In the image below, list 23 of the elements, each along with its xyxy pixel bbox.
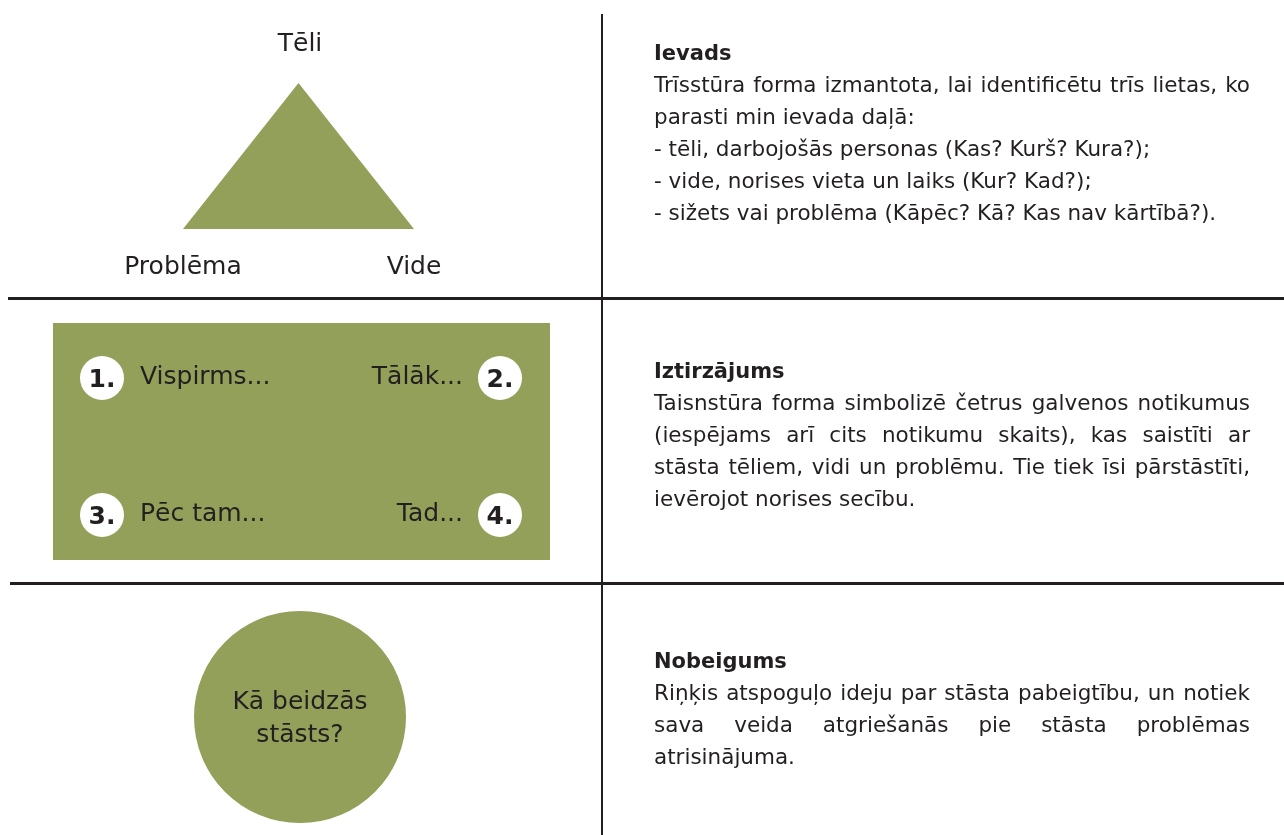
corner-label: Tēli — [277, 28, 323, 57]
bullet-item: - tēli, darbojošās personas (Kas? Kurš? Kura?); — [654, 135, 1152, 163]
circle-text: Kā beidzās stāsts? — [231, 685, 369, 750]
description-text: Riņķis atspoguļo ideju par stāsta pabeigtību, un notiek sava veida atgriešanās pie stāsta problēmas atrisinājuma. — [654, 679, 1250, 771]
step-label: Pēc tam... — [140, 498, 266, 527]
number-badge: 2. — [478, 356, 522, 400]
description-text: Trīsstūra forma izmantota, lai identificētu trīs lietas, ko parasti min ievada daļā: — [654, 71, 1250, 131]
bullet-item: - sižets vai problēma (Kāpēc? Kā? Kas nav kārtībā?). — [654, 199, 1218, 227]
section-heading: Nobeigums — [654, 648, 788, 675]
number-badge: 1. — [80, 356, 124, 400]
number-badge: 4. — [478, 493, 522, 537]
section-heading: Iztirzājums — [654, 358, 786, 385]
step-label: Tālāk... — [371, 361, 463, 390]
section-heading: Ievads — [654, 40, 733, 67]
event-panel — [53, 323, 550, 560]
step-label: Vispirms... — [140, 361, 271, 390]
step-label: Tad... — [396, 498, 463, 527]
number-badge: 3. — [80, 493, 124, 537]
corner-label: Problēma — [124, 251, 242, 280]
bullet-item: - vide, norises vieta un laiks (Kur? Kad?); — [654, 167, 1093, 195]
description-text: Taisnstūra forma simbolizē četrus galvenos notikumus (iespējams arī cits notikumu skaits), kas saistīti ar stāsta tēliem, vidi un problēmu. Tie tiek īsi pārstāstīti, ievērojot norises secību. — [654, 389, 1250, 513]
corner-label: Vide — [386, 251, 442, 280]
ending-circle — [194, 611, 406, 823]
